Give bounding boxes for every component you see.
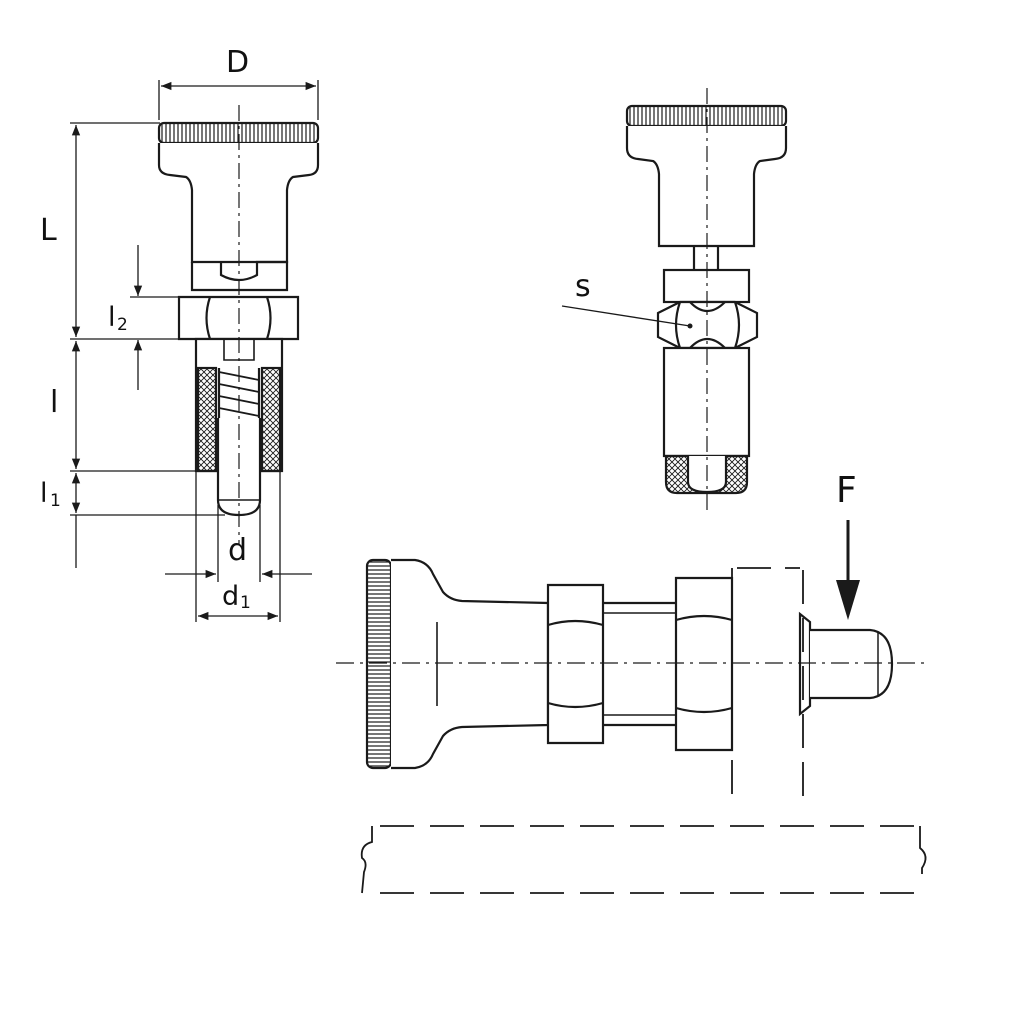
label-l: l <box>50 385 58 420</box>
label-s: s <box>575 269 591 304</box>
label-d1: d <box>222 581 239 612</box>
dimension-lines <box>70 80 319 622</box>
label-D: D <box>226 45 249 80</box>
leader-s <box>561 305 691 327</box>
label-L: L <box>40 213 57 248</box>
label-d1-subscript: 1 <box>240 593 251 613</box>
label-l1: l <box>40 478 48 509</box>
installed-horizontal-view <box>365 558 894 770</box>
label-l2: l <box>108 302 116 333</box>
base-plate-outline <box>360 825 930 894</box>
mounting-plate-outline <box>731 567 804 800</box>
force-arrow <box>836 520 860 620</box>
label-l1-subscript: 1 <box>50 491 61 511</box>
label-d: d <box>228 533 247 568</box>
label-F: F <box>836 470 857 511</box>
leader-s-dot <box>687 323 693 329</box>
label-l2-subscript: 2 <box>117 315 128 335</box>
